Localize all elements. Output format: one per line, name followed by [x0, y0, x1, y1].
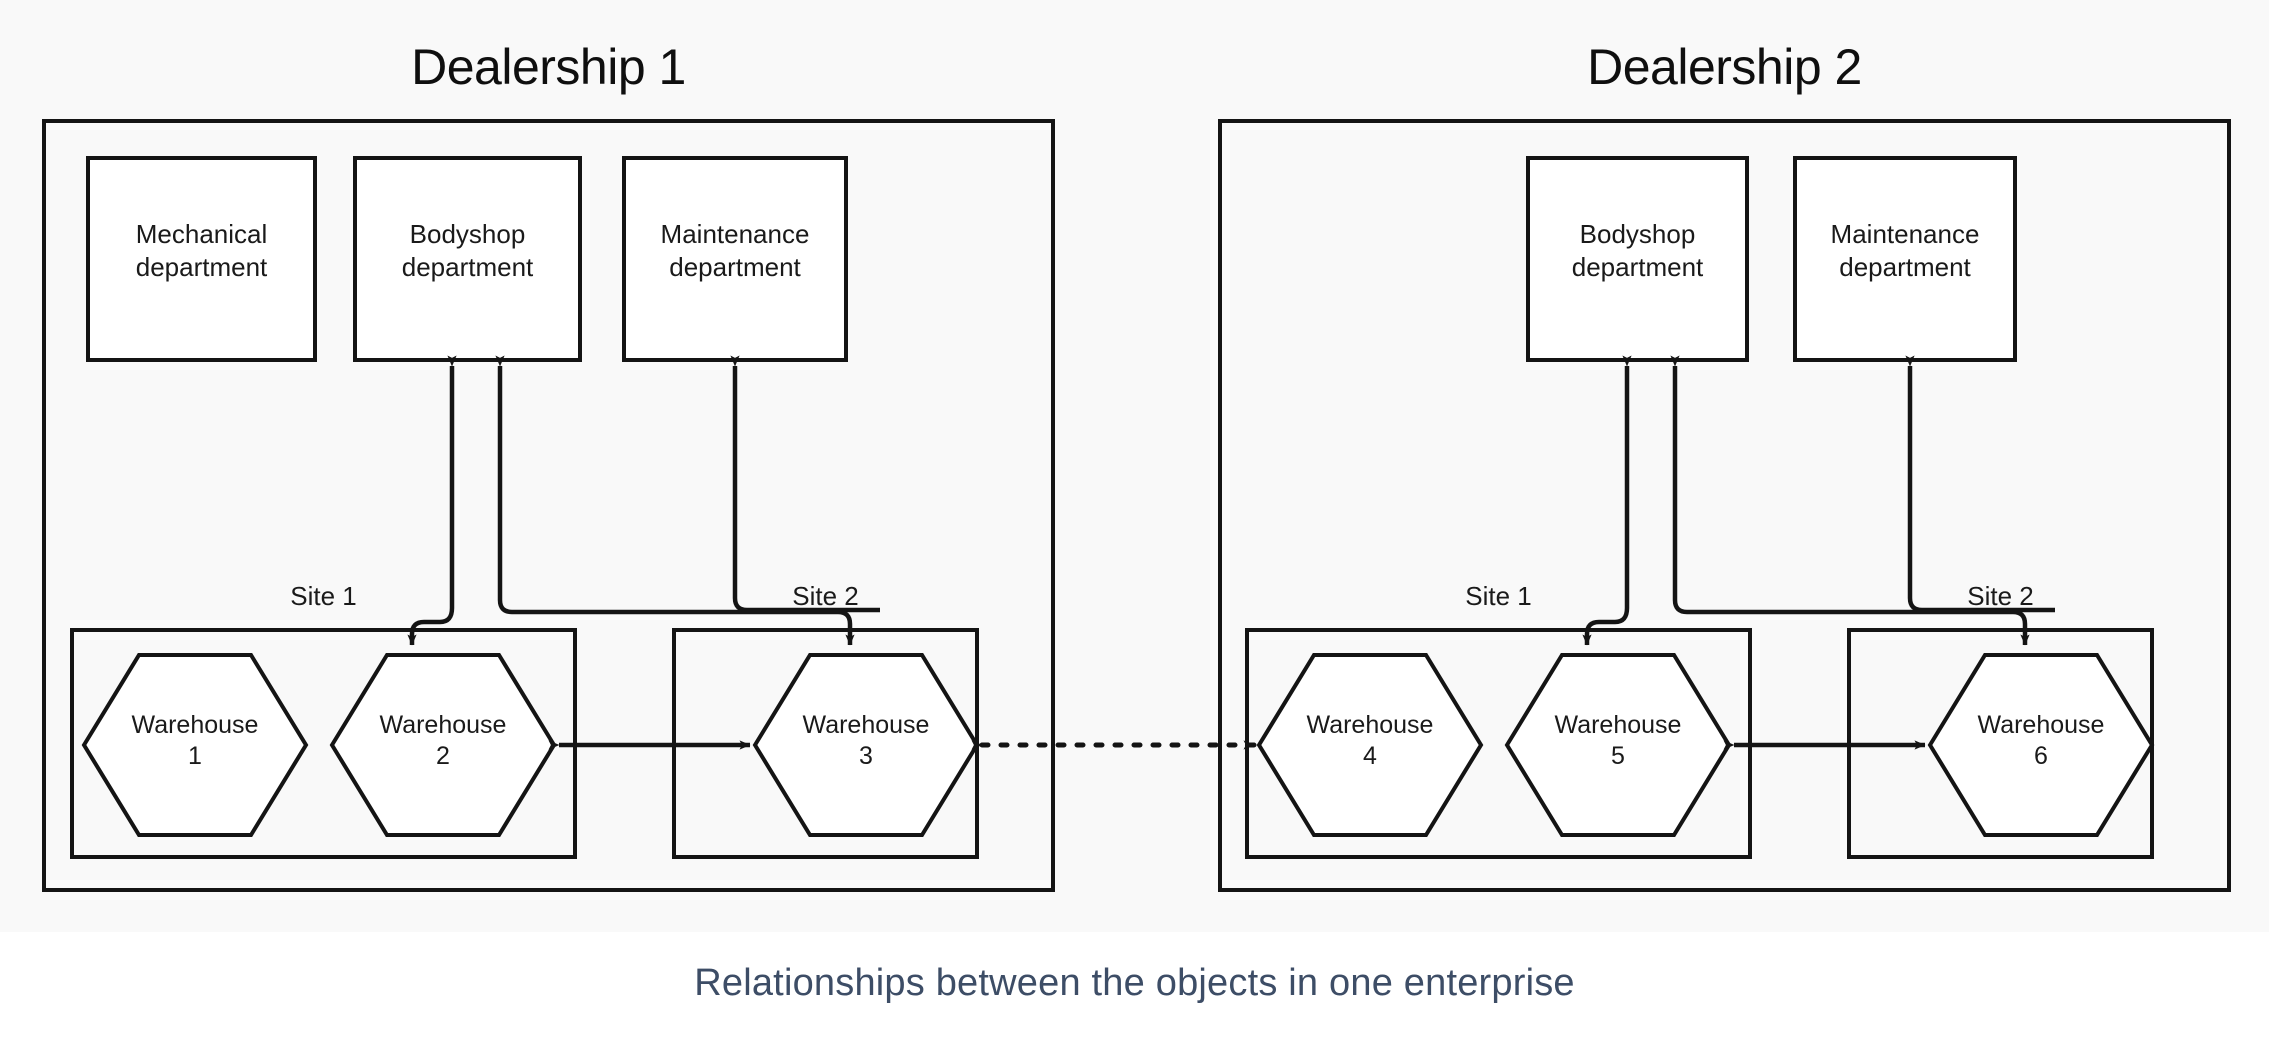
connector-w2-to-bodyshop-1 — [407, 355, 457, 646]
figure-caption: Relationships between the objects in one… — [694, 962, 1575, 1004]
dealership-1-container — [42, 119, 1055, 892]
warehouse-label-4: Warehouse 4 — [1259, 710, 1481, 771]
warehouse-label-2: Warehouse 2 — [332, 710, 554, 771]
warehouse-label-1-line2: 1 — [188, 741, 202, 770]
warehouse-label-3: Warehouse 3 — [755, 710, 977, 771]
dept-label-maintenance-2: Maintenance department — [1795, 218, 2015, 285]
hexagon-warehouse-1 — [81, 653, 309, 837]
warehouse-label-4-line2: 4 — [1363, 741, 1377, 770]
site-label-1-2: Site 2 — [792, 581, 859, 611]
dept-label-mechanical-1-line1: Mechanical — [135, 219, 268, 249]
dealership-2-container — [1218, 119, 2231, 892]
dept-label-bodyshop-1-line1: Bodyshop — [409, 219, 526, 249]
dept-label-maintenance-1: Maintenance department — [624, 218, 846, 285]
dept-box-maintenance-2 — [1793, 156, 2017, 362]
warehouse-label-4-line1: Warehouse — [1306, 711, 1434, 739]
dept-label-maintenance-1-line2: department — [669, 252, 801, 283]
warehouse-label-6-line2: 6 — [2034, 741, 2048, 770]
warehouse-label-5: Warehouse 5 — [1507, 710, 1729, 771]
dept-box-maintenance-1 — [622, 156, 848, 362]
dept-box-mechanical-1 — [86, 156, 317, 362]
dept-label-maintenance-2-line2: department — [1839, 252, 1971, 283]
warehouse-label-6: Warehouse 6 — [1930, 710, 2152, 771]
diagram-canvas: Dealership 1 Mechanical department Bodys… — [42, 39, 2231, 892]
site-label-2-1: Site 1 — [1465, 581, 1532, 611]
dept-label-mechanical-1-line2: department — [135, 252, 268, 283]
dept-label-maintenance-2-line1: Maintenance — [1830, 219, 1980, 249]
dealership-1-title: Dealership 1 — [411, 39, 686, 95]
dealership-2-title: Dealership 2 — [1587, 39, 1862, 95]
dept-label-bodyshop-2-line2: department — [1571, 252, 1704, 283]
hexagon-warehouse-6 — [1927, 653, 2155, 837]
connector-w3-to-maintenance-1 — [730, 355, 880, 613]
warehouse-label-1-line1: Warehouse — [131, 711, 259, 739]
dept-box-bodyshop-2 — [1526, 156, 1749, 362]
warehouse-label-1: Warehouse 1 — [84, 710, 306, 771]
warehouse-label-6-line1: Warehouse — [1977, 711, 2105, 739]
diagram-graphics — [42, 119, 2231, 892]
warehouse-label-3-line1: Warehouse — [802, 711, 930, 739]
warehouse-label-2-line1: Warehouse — [379, 711, 507, 739]
dept-label-bodyshop-1: Bodyshop department — [355, 218, 580, 285]
dept-box-bodyshop-1 — [353, 156, 582, 362]
warehouse-label-3-line2: 3 — [859, 741, 873, 770]
site-label-1-1: Site 1 — [290, 581, 357, 611]
dept-label-mechanical-1: Mechanical department — [88, 218, 315, 285]
warehouse-label-2-line2: 2 — [436, 741, 450, 770]
connector-w3-to-bodyshop-1 — [495, 355, 855, 646]
dept-label-bodyshop-2-line1: Bodyshop — [1579, 219, 1696, 249]
connector-w6-to-bodyshop-2 — [1670, 355, 2030, 646]
hexagon-warehouse-4 — [1256, 653, 1484, 837]
dept-label-maintenance-1-line1: Maintenance — [660, 219, 810, 249]
site-label-2-2: Site 2 — [1967, 581, 2034, 611]
connector-w6-to-maintenance-2 — [1905, 355, 2055, 613]
dept-label-bodyshop-2: Bodyshop department — [1528, 218, 1747, 285]
connector-w5-to-bodyshop-2 — [1582, 355, 1632, 646]
dept-label-bodyshop-1-line2: department — [401, 252, 534, 283]
warehouse-label-5-line1: Warehouse — [1554, 711, 1682, 739]
warehouse-label-5-line2: 5 — [1611, 741, 1625, 770]
